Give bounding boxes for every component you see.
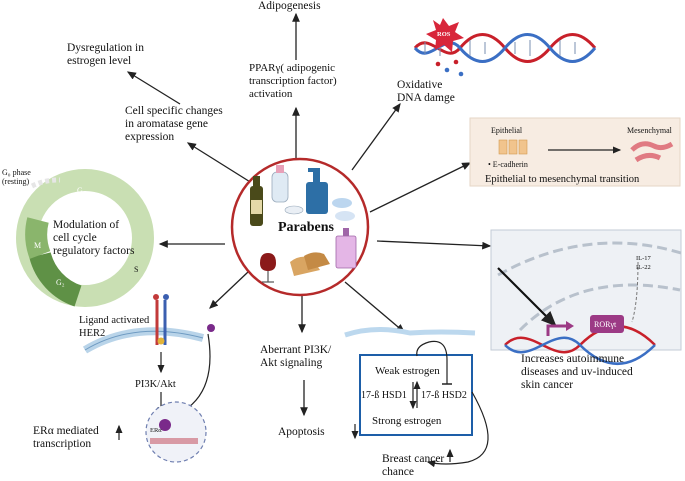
- label-dysregulation: Dysregulation in estrogen level: [67, 42, 144, 67]
- arrow-dysregulation: [126, 71, 181, 105]
- label-m: M: [34, 241, 42, 250]
- label-s: S: [134, 265, 139, 274]
- estrogen-box: [344, 326, 489, 468]
- label-era: ERα: [150, 427, 162, 434]
- label-g2: G₂: [56, 278, 65, 287]
- label-il17: IL-17: [636, 255, 651, 262]
- dna-ros-graphic: [413, 18, 597, 77]
- radial-arrows: [126, 12, 492, 417]
- her2-graphic: [82, 294, 215, 463]
- label-hsd1: 17-ß HSD1: [361, 390, 407, 401]
- emt-panel: [469, 117, 681, 187]
- trend-arrows: [115, 424, 454, 462]
- label-strong: Strong estrogen: [372, 415, 442, 427]
- label-g0: G₀ phase (resting): [2, 168, 31, 186]
- label-oxidative: Oxidative DNA damge: [397, 79, 455, 104]
- label-g1: G₁: [77, 186, 86, 195]
- products-icon: [250, 165, 357, 283]
- autoimmune-panel: [490, 229, 682, 365]
- label-emt-ecadherin: • E-cadherin: [488, 160, 528, 169]
- label-ppar: PPARγ( adipogenic transcription factor) …: [249, 62, 337, 100]
- label-era-trans: ERα mediated transcription: [33, 425, 99, 450]
- cell-cycle-graphic: [16, 169, 154, 307]
- label-breast: Breast cancer chance: [382, 453, 445, 478]
- arrow-her2: [209, 271, 249, 309]
- label-autoimmune: Increases autoimmune diseases and uv-ind…: [521, 353, 633, 391]
- center-label: Parabens: [278, 220, 334, 235]
- arrow-emt: [369, 162, 472, 213]
- label-aberrant: Aberrant PI3K/ Akt signaling: [260, 344, 332, 369]
- label-cellcycle: Modulation of cell cycle regulatory fact…: [53, 219, 135, 257]
- label-her2: Ligand activated HER2: [79, 315, 150, 339]
- arrow-autoimmune: [376, 240, 492, 250]
- label-emt-epithelial: Epithelial: [491, 126, 523, 135]
- ros-burst: [426, 18, 464, 52]
- label-il22: IL-22: [636, 264, 651, 271]
- label-ros: ROS: [437, 31, 451, 38]
- arrow-oxidative: [351, 102, 401, 171]
- arrow-aromatase: [186, 142, 256, 186]
- label-adipogenesis: Adipogenesis: [258, 0, 321, 12]
- label-apoptosis: Apoptosis: [278, 426, 325, 438]
- label-pi3k: PI3K/Akt: [135, 379, 176, 390]
- label-roryt: RORγt: [594, 320, 617, 329]
- label-weak: Weak estrogen: [375, 365, 440, 377]
- label-aromatase: Cell specific changes in aromatase gene …: [125, 105, 223, 143]
- label-emt: Epithelial to mesenchymal transition: [485, 174, 640, 185]
- label-hsd2: 17-ß HSD2: [421, 390, 467, 401]
- label-emt-mesenchymal: Mesenchymal: [627, 126, 672, 135]
- arrow-box: [344, 281, 405, 333]
